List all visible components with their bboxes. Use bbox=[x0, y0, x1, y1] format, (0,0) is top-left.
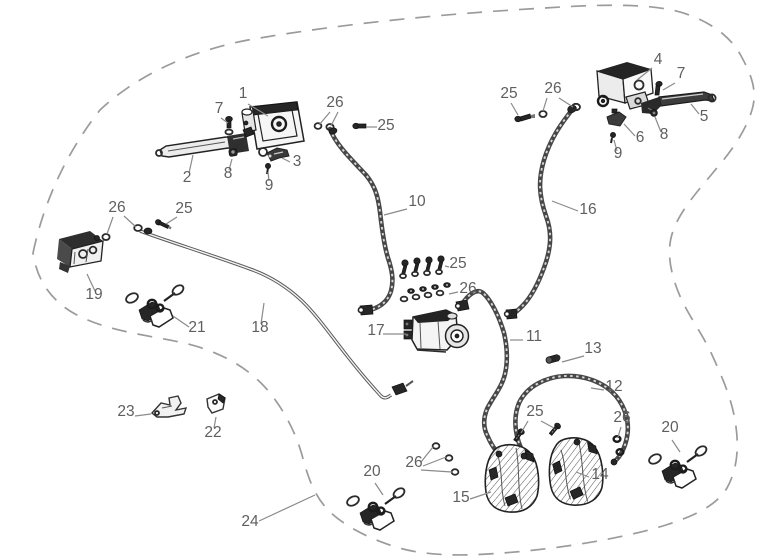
callout-19: 19 bbox=[85, 286, 102, 303]
callout-8-right: 8 bbox=[660, 126, 669, 143]
caliper-front-left bbox=[57, 231, 104, 273]
callout-26-middle: 26 bbox=[459, 280, 476, 297]
nut-8-right bbox=[650, 109, 658, 117]
banjo-eye bbox=[610, 458, 618, 466]
brake-hose-12 bbox=[513, 373, 631, 464]
callout-21: 21 bbox=[188, 319, 205, 336]
callout-26-top-left: 26 bbox=[326, 94, 343, 111]
callout-2: 2 bbox=[183, 169, 192, 186]
callout-25-top-left: 25 bbox=[377, 117, 394, 134]
callout-18: 18 bbox=[251, 319, 268, 336]
callout-11: 11 bbox=[526, 328, 542, 345]
callout-12: 12 bbox=[605, 378, 622, 395]
callout-1: 1 bbox=[239, 85, 248, 102]
callout-26-top-right: 26 bbox=[544, 80, 561, 97]
washers-26-bottom-right bbox=[612, 435, 625, 457]
lever-bracket-3 bbox=[266, 147, 290, 162]
washers-26-bottom-left bbox=[431, 442, 460, 476]
banjo-eye bbox=[573, 438, 581, 446]
callout-7-right: 7 bbox=[677, 65, 686, 82]
screw-9-left bbox=[265, 163, 271, 175]
brake-lever-right bbox=[641, 91, 717, 114]
banjo-bolt-25-top-right bbox=[514, 113, 535, 123]
pipe-flare-fitting bbox=[391, 382, 408, 396]
nut-8-left bbox=[228, 148, 238, 157]
callout-25-bottom: 25 bbox=[526, 403, 543, 420]
brake-pads-20-right bbox=[646, 443, 710, 490]
leader-lines bbox=[86, 67, 700, 522]
bracket-22 bbox=[206, 393, 226, 414]
callout-26-bottom-left: 26 bbox=[405, 454, 422, 471]
master-cylinder-rear bbox=[596, 62, 654, 110]
brake-hose-16 bbox=[503, 105, 577, 320]
washer-row-26 bbox=[399, 282, 451, 303]
brake-hose-11 bbox=[454, 288, 510, 456]
callout-22: 22 bbox=[204, 424, 221, 441]
callout-9-right: 9 bbox=[614, 145, 623, 162]
callout-14: 14 bbox=[591, 466, 609, 483]
banjo-eye bbox=[495, 450, 503, 458]
banjo-bolt-row-25 bbox=[399, 255, 445, 279]
callout-15: 15 bbox=[452, 489, 469, 506]
banjo-eye bbox=[520, 452, 528, 460]
callout-24: 24 bbox=[241, 513, 259, 530]
callout-6: 6 bbox=[636, 129, 645, 146]
callout-20-left: 20 bbox=[363, 463, 381, 480]
bracket-23 bbox=[150, 395, 188, 418]
callout-9-left: 9 bbox=[265, 177, 274, 194]
abs-modulator bbox=[403, 309, 470, 353]
callout-26-left: 26 bbox=[108, 199, 125, 216]
callout-7-left: 7 bbox=[215, 100, 224, 117]
callout-labels: 1 2 3 7 8 9 26 25 10 4 7 5 6 8 9 25 26 1… bbox=[85, 51, 708, 530]
dashed-boundary-outline bbox=[32, 4, 755, 556]
callout-13: 13 bbox=[584, 340, 601, 357]
callout-4: 4 bbox=[654, 51, 663, 68]
brake-hose-10 bbox=[327, 126, 395, 316]
callout-25-left: 25 bbox=[175, 200, 192, 217]
callout-17: 17 bbox=[367, 322, 384, 339]
bolt-7-right bbox=[654, 81, 663, 96]
washers-26-top-left bbox=[313, 122, 338, 135]
callout-25-top-right: 25 bbox=[500, 85, 517, 102]
banjo-bolt-25-top-left bbox=[352, 122, 367, 130]
callout-16: 16 bbox=[579, 201, 596, 218]
screw-9-right bbox=[610, 132, 616, 144]
callout-8-left: 8 bbox=[224, 165, 233, 182]
callout-23: 23 bbox=[117, 403, 134, 420]
callout-26-bottom-right: 26 bbox=[613, 409, 630, 426]
bolt-13 bbox=[545, 354, 561, 364]
brake-lever-left bbox=[155, 126, 255, 158]
callout-10: 10 bbox=[408, 193, 426, 210]
bolt-7-left bbox=[224, 116, 234, 136]
callout-25-middle: 25 bbox=[449, 255, 466, 272]
callout-5: 5 bbox=[700, 108, 709, 125]
brake-switch-6 bbox=[606, 108, 627, 127]
caliper-rear-left bbox=[484, 443, 540, 513]
brake-pipe-18 bbox=[139, 229, 414, 400]
callout-3: 3 bbox=[293, 153, 302, 170]
brake-pads-21 bbox=[123, 282, 187, 329]
banjo-bolt-25-left bbox=[155, 219, 172, 230]
brake-pads-20-left bbox=[344, 485, 408, 532]
callout-20-right: 20 bbox=[661, 419, 679, 436]
washers-26-left bbox=[101, 224, 153, 241]
